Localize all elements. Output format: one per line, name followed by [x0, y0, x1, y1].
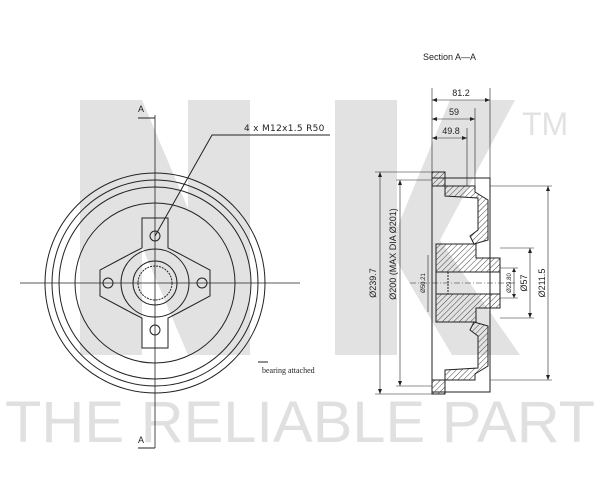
- dim-59: 59: [449, 107, 459, 117]
- watermark: TM THE RELIABLE PART: [5, 100, 595, 455]
- section-view: [375, 88, 552, 395]
- front-view: [20, 115, 330, 449]
- bottom-rim-section: [431, 379, 446, 395]
- dim-49-8: 49.8: [442, 126, 460, 136]
- slogan: THE RELIABLE PART: [5, 390, 595, 455]
- bearing-note: bearing attached: [262, 366, 315, 375]
- section-title: Section A—A: [423, 52, 476, 62]
- dim-81-2: 81.2: [452, 88, 470, 98]
- section-marker-top: A: [138, 104, 144, 114]
- dim-239-7: Ø239.7: [368, 268, 378, 298]
- nk-logo: [80, 100, 520, 355]
- dimension-arrows: [378, 98, 550, 394]
- bolt-callout-label: 4 x M12x1.5 R50: [244, 124, 325, 134]
- dim-200: Ø200 (MAX DIA Ø201): [388, 208, 398, 300]
- drum-section-outline: [431, 177, 491, 393]
- dim-57: Ø57: [519, 274, 529, 291]
- dim-211-5: Ø211.5: [537, 269, 547, 298]
- dim-50-21: Ø50.21: [421, 272, 427, 292]
- section-marker-bottom: A: [138, 435, 144, 445]
- trademark-mark: TM: [522, 106, 568, 142]
- hub-flange: [99, 217, 211, 349]
- top-rim-section: [431, 171, 446, 187]
- bolt-callout-leader: [154, 134, 330, 237]
- bottom-shoulder-section: [444, 321, 489, 381]
- dim-29-80: Ø29.80: [507, 272, 513, 292]
